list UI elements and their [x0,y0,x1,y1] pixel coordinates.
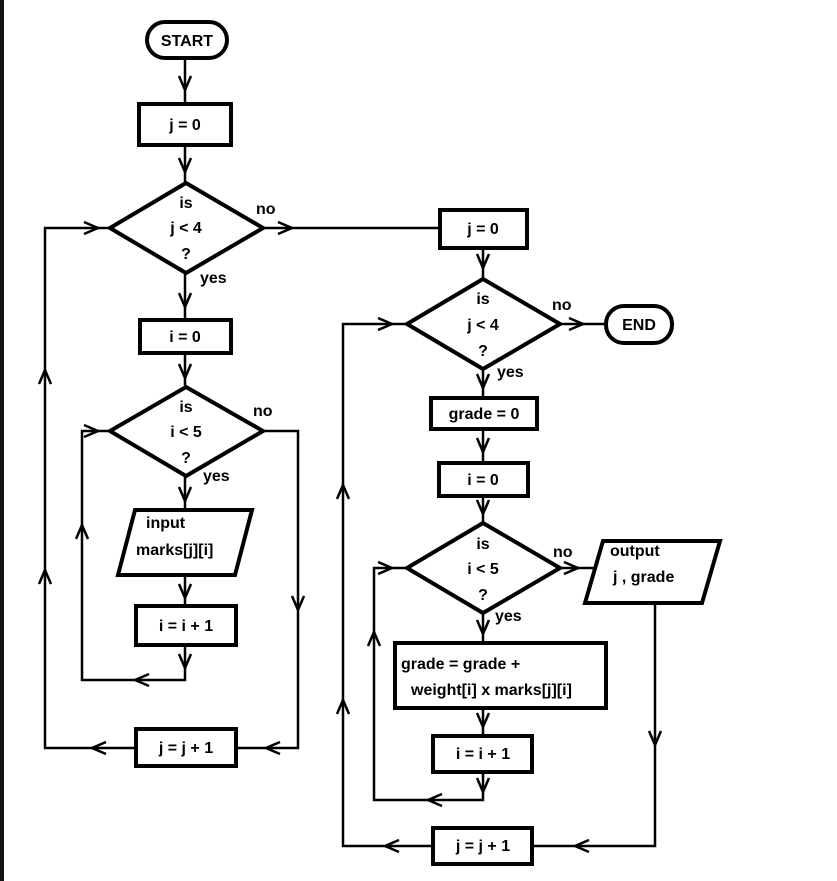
end-terminal: END [604,304,674,345]
arrowhead-icon [475,253,491,272]
arrowhead-icon [131,672,150,688]
svg-text:i = i + 1: i = i + 1 [159,618,213,635]
arrowhead-icon [83,220,102,236]
svg-text:?: ? [181,450,191,467]
right-inc-i-box: i = i + 1 [431,734,534,774]
yes-label: yes [200,270,227,287]
arrowhead-icon [475,777,491,796]
arrowhead-icon [335,696,351,715]
arrowhead-icon [475,499,491,518]
svg-text:weight[i] x marks[j][i]: weight[i] x marks[j][i] [410,682,572,699]
arrowhead-icon [74,521,90,540]
no-label: no [253,403,273,420]
start-terminal: START [145,20,229,60]
input-marks-parallelogram: input marks[j][i] [115,508,255,577]
arrowhead-icon [37,366,53,385]
arrowhead-icon [177,363,193,382]
output-grade-parallelogram: output j , grade [582,539,723,605]
yes-label: yes [497,364,524,381]
grade-calc-box: grade = grade + weight[i] x marks[j][i] [393,641,608,710]
svg-text:i < 5: i < 5 [467,561,499,578]
arrowhead-icon [262,740,281,756]
right-inc-j-box: j = j + 1 [431,826,534,866]
init-grade-box: grade = 0 [429,396,539,431]
arrowhead-icon [335,481,351,500]
svg-text:is: is [179,399,192,416]
svg-text:i = 0: i = 0 [169,329,201,346]
svg-text:?: ? [181,246,191,263]
arrowhead-icon [177,583,193,602]
arrowhead-icon [177,292,193,311]
svg-text:j , grade: j , grade [612,569,674,586]
left-inc-i-box: i = i + 1 [134,604,238,647]
svg-text:input: input [146,515,186,532]
left-inc-j-box: j = j + 1 [134,727,238,768]
no-label: no [553,544,573,561]
arrowhead-icon [177,157,193,176]
arrowhead-icon [177,75,193,94]
arrowhead-icon [563,560,582,576]
svg-text:j < 4: j < 4 [466,317,499,334]
svg-text:j = 0: j = 0 [466,221,499,238]
arrowhead-icon [647,730,663,749]
svg-text:output: output [610,543,660,560]
svg-text:?: ? [478,587,488,604]
yes-label: yes [203,468,230,485]
connectors [37,58,663,854]
arrowhead-icon [37,566,53,585]
arrowhead-icon [177,486,193,505]
svg-text:?: ? [478,343,488,360]
arrowhead-icon [177,653,193,672]
left-cond-j-diamond: is j < 4 ? [106,180,267,276]
svg-text:j = 0: j = 0 [168,117,201,134]
svg-text:START: START [161,33,213,50]
svg-text:i = i + 1: i = i + 1 [456,746,510,763]
svg-text:grade = 0: grade = 0 [449,406,520,423]
svg-text:marks[j][i]: marks[j][i] [136,542,213,559]
svg-text:END: END [622,317,656,334]
svg-text:j = j + 1: j = j + 1 [158,740,213,757]
arrowhead-icon [571,838,590,854]
right-init-j-box: j = 0 [438,208,529,250]
arrowhead-icon [424,792,443,808]
no-label: no [552,297,572,314]
right-cond-j-diamond: is j < 4 ? [403,276,564,372]
svg-text:grade = grade +: grade = grade + [401,656,520,673]
no-label: no [256,201,276,218]
svg-text:i = 0: i = 0 [467,472,499,489]
svg-text:j < 4: j < 4 [169,220,202,237]
left-cond-i-diamond: is i < 5 ? [106,384,267,479]
right-init-i-box: i = 0 [437,461,530,498]
yes-label: yes [495,608,522,625]
left-init-j-box: j = 0 [137,102,233,147]
arrowhead-icon [568,316,587,332]
left-init-i-box: i = 0 [138,318,233,355]
arrowhead-icon [290,595,306,614]
svg-text:is: is [476,536,489,553]
arrowhead-icon [277,220,296,236]
arrowhead-icon [475,619,491,638]
svg-text:i < 5: i < 5 [170,424,202,441]
svg-text:is: is [179,195,192,212]
arrowhead-icon [475,712,491,731]
arrowhead-icon [83,423,102,439]
arrowhead-icon [377,560,396,576]
arrowhead-icon [366,628,382,647]
svg-text:j = j + 1: j = j + 1 [455,838,510,855]
arrowhead-icon [377,316,396,332]
svg-text:is: is [476,291,489,308]
window-edge [0,0,4,881]
arrowhead-icon [475,373,491,392]
right-cond-i-diamond: is i < 5 ? [403,520,564,616]
arrowhead-icon [381,838,400,854]
arrowhead-icon [475,437,491,456]
arrowhead-icon [88,740,107,756]
